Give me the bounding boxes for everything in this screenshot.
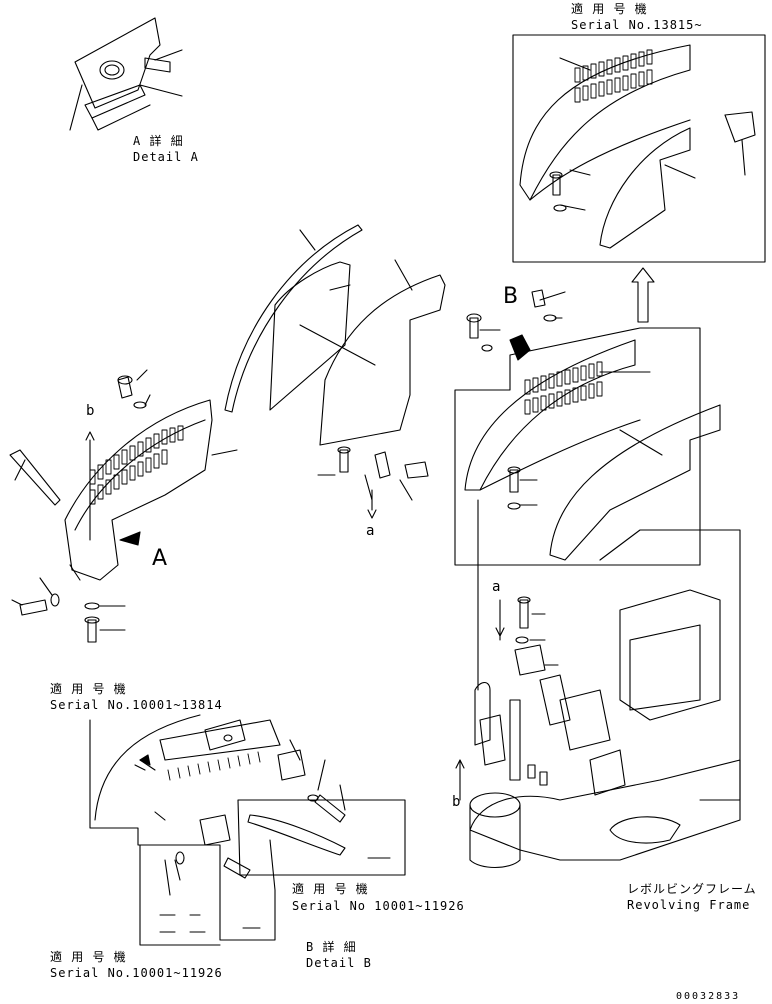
top-serial-label: Serial No.13815~ [571,18,703,32]
mid-serial-label: Serial No 10001~11926 [292,899,465,913]
callout-a: A [152,546,168,571]
center-parts [224,224,446,519]
revolving-frame-en: Revolving Frame [627,898,751,912]
revolving-frame [455,499,741,869]
detail-b-title-jp: B 詳 細 [306,940,357,954]
left-fender [9,369,238,643]
detail-a-drawing [69,17,183,131]
arrow-label-b-left: b [86,403,96,419]
top-right-detail-box [512,34,766,263]
left-applies-label: 適 用 号 機 [50,682,127,696]
top-applies-label: 適 用 号 機 [571,2,648,16]
arrow-label-a-mid: a [366,523,376,539]
part-code: 00032833 [676,991,741,1002]
detail-b-drawing [89,714,406,946]
bottom-serial-label: Serial No.10001~11926 [50,966,223,980]
arrow-label-a-right: a [492,579,502,595]
callout-b: B [503,284,519,309]
revolving-frame-jp: レボルビングフレーム [627,882,757,896]
detail-a-title-en: Detail A [133,150,199,164]
middle-right-detail-box [454,289,721,566]
up-arrow [631,267,655,323]
bottom-applies-label: 適 用 号 機 [50,950,127,964]
detail-b-title-en: Detail B [306,956,372,970]
left-serial-label: Serial No.10001~13814 [50,698,223,712]
mid-applies-label: 適 用 号 機 [292,882,369,896]
arrow-label-b-bottom: b [452,794,462,810]
detail-a-title-jp: A 詳 細 [133,134,184,148]
